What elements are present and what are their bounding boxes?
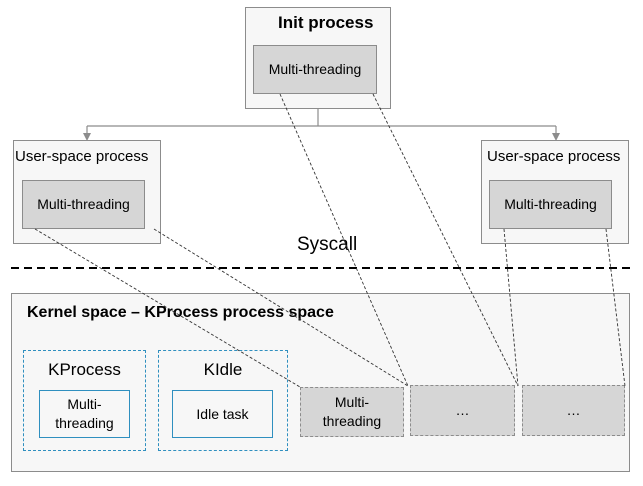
kernel-space-title: Kernel space – KProcess process space (27, 304, 334, 321)
idle-task-label: Idle task (196, 405, 249, 422)
idle-task: Idle task (172, 390, 273, 438)
init-process-thread: Multi-threading (253, 45, 377, 94)
user-process-right-title: User-space process (487, 148, 621, 165)
kernel-thread-slot-1: Multi-threading (300, 387, 404, 437)
kernel-thread-slot-1-label: Multi-threading (322, 394, 382, 429)
kernel-thread-slot-3-label: … (566, 402, 581, 418)
init-process-thread-label: Multi-threading (268, 61, 362, 77)
user-process-left-thread: Multi-threading (22, 180, 145, 229)
kernel-thread-slot-2: … (410, 385, 515, 436)
kernel-thread-slot-2-label: … (455, 402, 470, 418)
kidle-title: KIdle (203, 360, 243, 379)
kprocess-thread: Multi-threading (39, 390, 130, 438)
kernel-thread-slot-3: … (522, 385, 625, 436)
process-tree-connector (83, 109, 560, 141)
user-process-right-thread: Multi-threading (489, 180, 612, 229)
kprocess-title: KProcess (48, 360, 121, 379)
syscall-label: Syscall (297, 234, 358, 255)
user-process-left-thread-label: Multi-threading (37, 196, 130, 212)
thread-mapping-lines (34, 93, 626, 388)
init-process-title: Init process (278, 13, 374, 32)
user-process-right-thread-label: Multi-threading (504, 196, 597, 212)
user-process-left-title: User-space process (15, 148, 149, 165)
kprocess-thread-label: Multi-threading (55, 396, 114, 431)
